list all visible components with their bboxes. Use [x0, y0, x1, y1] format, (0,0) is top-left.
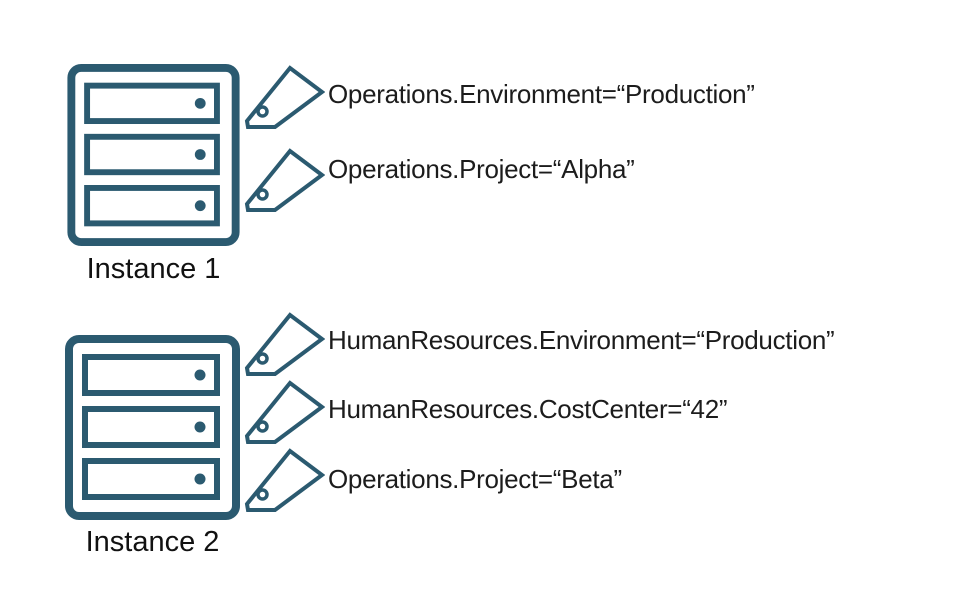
tag-text: Operations.Project=“Alpha”: [328, 154, 635, 184]
instance-label: Instance 1: [86, 253, 221, 285]
tag-text: Operations.Environment=“Production”: [328, 79, 755, 109]
tag-text: HumanResources.Environment=“Production”: [328, 325, 835, 355]
tag-icon: [244, 148, 325, 212]
tag-icon: [244, 65, 325, 129]
server-icon: [67, 64, 240, 246]
tag-text: HumanResources.CostCenter=“42”: [328, 394, 728, 424]
tag-text: Operations.Project=“Beta”: [328, 464, 622, 494]
instance-label: Instance 2: [85, 526, 220, 558]
tag-icon: [244, 312, 325, 376]
server-icon: [65, 335, 240, 520]
tag-icon: [244, 448, 325, 512]
tag-icon: [244, 380, 325, 444]
